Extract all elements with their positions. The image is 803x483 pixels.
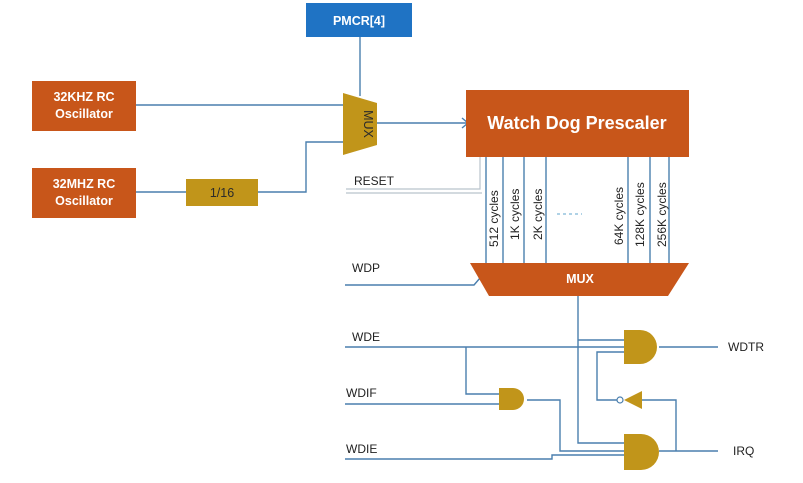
wde-label: WDE xyxy=(352,330,380,344)
osc32m-box xyxy=(32,168,136,218)
inverter-bubble xyxy=(616,396,624,404)
pmcr-label: PMCR[4] xyxy=(333,14,385,28)
mux-output-wire xyxy=(577,296,624,444)
wdie-wire xyxy=(345,454,624,460)
inverter-gate xyxy=(616,391,642,409)
cycle-label-128k: 128K cycles xyxy=(633,182,647,247)
pmcr-box xyxy=(306,3,412,37)
wde-to-and-wdif xyxy=(465,347,499,395)
top-mux-block: MUX xyxy=(343,93,377,155)
wdif-label: WDIF xyxy=(346,386,377,400)
wdp-wire xyxy=(345,277,481,286)
osc32m-label-line1: 32MHZ RC xyxy=(53,177,116,191)
and-gate-wdtr-shape xyxy=(624,330,657,364)
cycle-labels: 512 cycles 1K cycles 2K cycles 64K cycle… xyxy=(487,182,669,247)
bottom-mux-label: MUX xyxy=(566,272,594,286)
reset-label: RESET xyxy=(354,174,395,188)
and-gate-wdif xyxy=(499,388,524,410)
bottom-mux-shape xyxy=(470,263,689,296)
and-gate-irq-shape xyxy=(624,434,659,470)
pmcr-block: PMCR[4] xyxy=(306,3,412,37)
osc32k-box xyxy=(32,81,136,131)
and-gate-irq xyxy=(624,434,659,470)
top-mux-label: MUX xyxy=(361,110,375,138)
osc32k-block: 32KHZ RC Oscillator xyxy=(32,81,136,131)
and-gate-wdtr xyxy=(624,330,657,364)
osc32m-block: 32MHZ RC Oscillator xyxy=(32,168,136,218)
cycle-label-256k: 256K cycles xyxy=(655,182,669,247)
wires xyxy=(136,37,718,460)
reset-wire xyxy=(346,157,481,190)
wdtr-label: WDTR xyxy=(728,340,764,354)
cycle-label-64k: 64K cycles xyxy=(612,187,626,245)
inverter-shape xyxy=(624,391,642,409)
cycle-label-1k: 1K cycles xyxy=(508,189,522,240)
wdp-label: WDP xyxy=(352,261,380,275)
divider-box xyxy=(186,179,258,206)
prescaler-label: Watch Dog Prescaler xyxy=(487,113,666,133)
and-gate-wdif-shape xyxy=(499,388,524,410)
cycle-label-2k: 2K cycles xyxy=(531,189,545,240)
irq-feedback-wire xyxy=(642,399,677,451)
inverter-output-wire xyxy=(596,351,624,401)
top-mux-shape xyxy=(343,93,377,155)
prescaler-box xyxy=(466,90,689,157)
osc32k-label-line1: 32KHZ RC xyxy=(53,90,114,104)
and-wdif-output xyxy=(527,399,624,452)
divider-to-mux-wire xyxy=(258,141,343,193)
prescaler-block: Watch Dog Prescaler xyxy=(466,90,689,157)
osc32k-label-line2: Oscillator xyxy=(55,107,113,121)
cycle-label-512: 512 cycles xyxy=(487,190,501,247)
divider-block: 1/16 xyxy=(186,179,258,206)
wdie-label: WDIE xyxy=(346,442,377,456)
bottom-mux-block: MUX xyxy=(470,263,689,296)
irq-label: IRQ xyxy=(733,444,754,458)
osc32m-label-line2: Oscillator xyxy=(55,194,113,208)
divider-label: 1/16 xyxy=(210,186,234,200)
